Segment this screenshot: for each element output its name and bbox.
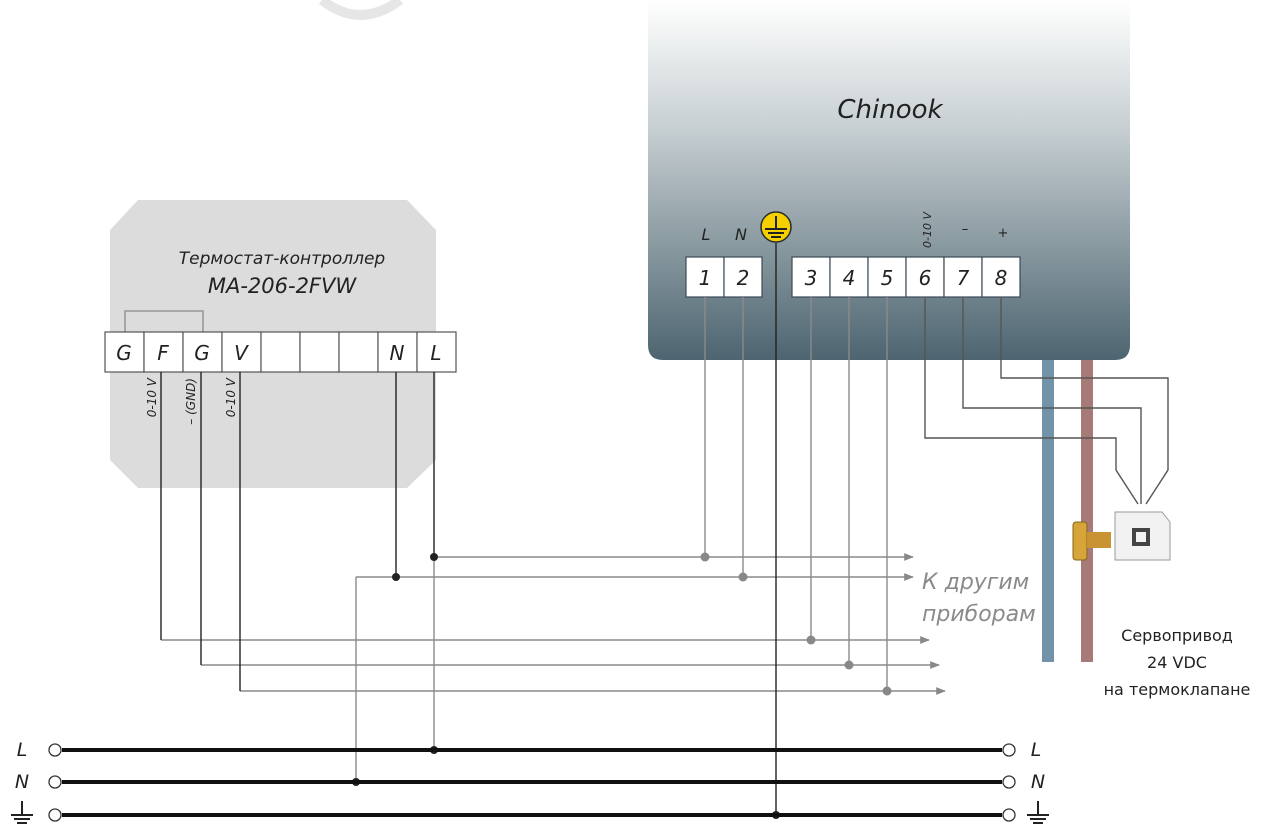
- label-g-gnd: – (GND): [184, 378, 198, 425]
- label-v-0-10v: 0-10 V: [224, 377, 238, 417]
- servo-actuator-icon: [1072, 511, 1171, 561]
- thermostat-terminal-f: F: [157, 341, 169, 365]
- chinook-wires: [161, 297, 946, 782]
- chinook-label-l: L: [702, 225, 711, 244]
- chinook-panel: [648, 0, 1130, 360]
- chinook-terminal-7: 7: [957, 266, 970, 290]
- chinook-terminal-6: 6: [919, 266, 932, 290]
- chinook-label-plus: +: [998, 226, 1009, 241]
- label-f-0-10v: 0-10 V: [145, 377, 159, 417]
- pipe-return-red: [1081, 360, 1093, 662]
- earth-right-icon: [1027, 801, 1049, 824]
- chinook-label-0-10v: 0-10 V: [921, 211, 934, 248]
- thermostat-terminal-g1: G: [116, 341, 132, 365]
- chinook-terminal-8: 8: [995, 266, 1008, 290]
- logo-arc: [318, 0, 403, 20]
- ground-symbol-icon: [760, 211, 792, 243]
- chinook-terminal-4: 4: [843, 266, 856, 290]
- power-bus: [48, 743, 1016, 822]
- pipe-supply-blue: [1042, 360, 1054, 662]
- chinook-label-n: N: [735, 225, 747, 244]
- chinook-unit: Chinook L N 0-10 V – + 1 2 3 4 5 6 7 8: [648, 0, 1130, 360]
- thermostat-wires: [160, 243, 777, 815]
- thermostat-terminal-g2: G: [194, 341, 210, 365]
- thermostat-model: МА-206-2FVW: [208, 274, 358, 298]
- other-devices-line1: К другим: [922, 570, 1029, 595]
- chinook-terminal-1: 1: [699, 266, 712, 290]
- thermostat-controller: Термостат-контроллер МА-206-2FVW G F G V…: [104, 200, 457, 488]
- thermostat-terminal-n: N: [390, 341, 405, 365]
- thermostat-terminal-l: L: [430, 341, 441, 365]
- chinook-terminal-5: 5: [881, 266, 894, 290]
- bus-left-l: L: [17, 739, 28, 761]
- earth-left-icon: [11, 801, 33, 824]
- jumper-wire: [124, 310, 204, 332]
- chinook-title: Chinook: [837, 95, 943, 125]
- thermostat-title: Термостат-контроллер: [179, 249, 386, 269]
- chinook-terminal-2: 2: [737, 266, 750, 290]
- other-devices-line2: приборам: [922, 602, 1036, 627]
- servo-line3: на термоклапане: [1104, 680, 1251, 699]
- servo-wires: [924, 297, 1169, 505]
- thermostat-terminal-v: V: [234, 341, 249, 365]
- bus-right-l: L: [1031, 739, 1042, 761]
- junction-dots: [352, 552, 892, 819]
- bus-left-n: N: [15, 771, 29, 793]
- bus-right-n: N: [1031, 771, 1045, 793]
- servo-line2: 24 VDC: [1147, 653, 1207, 672]
- servo-line1: Сервопривод: [1121, 626, 1233, 645]
- chinook-terminal-3: 3: [805, 266, 818, 290]
- chinook-label-minus: –: [962, 222, 969, 237]
